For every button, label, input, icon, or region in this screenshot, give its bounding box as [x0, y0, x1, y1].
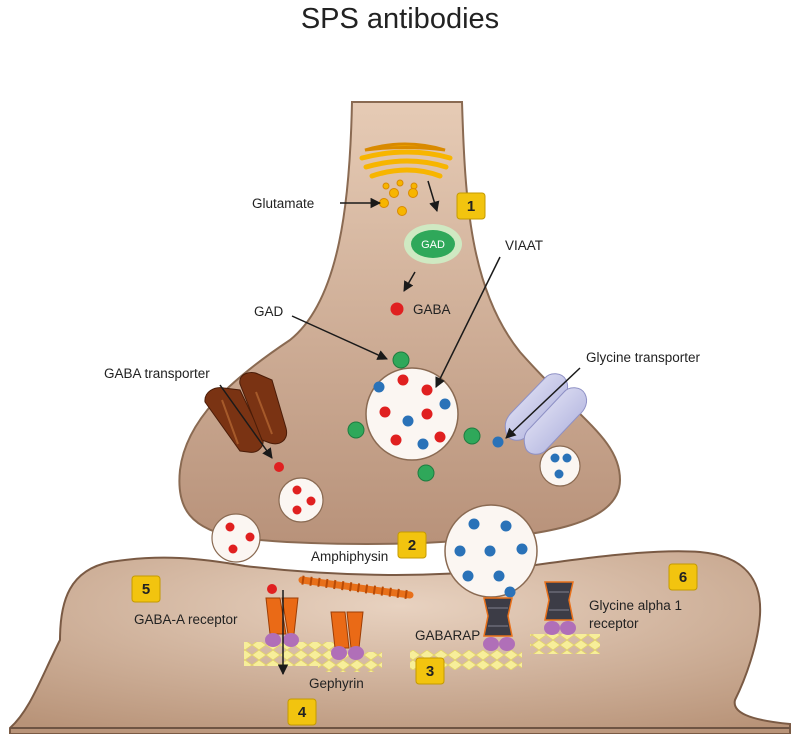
label-glycine-alpha-1-receptor-line2: receptor	[589, 616, 639, 631]
marker-4: 4	[287, 698, 317, 726]
marker-5-label: 5	[142, 581, 150, 598]
gad-proteins-on-vesicle	[347, 351, 481, 482]
gaba-a-receptor-2	[330, 611, 364, 660]
label-glycine-alpha-1-receptor-line1: Glycine alpha 1	[589, 598, 682, 613]
gephyrin-lattice-4	[530, 634, 600, 654]
gad-enzyme: GAD	[404, 224, 462, 264]
marker-6: 6	[668, 563, 698, 591]
gaba-vesicle-docked	[211, 513, 261, 563]
gaba-molecule-near-transporter	[274, 462, 284, 472]
label-gaba: GABA	[413, 302, 451, 317]
arrow-to-gaba	[403, 271, 416, 292]
label-gabarap: GABARAP	[415, 628, 480, 643]
marker-2: 2	[397, 531, 427, 559]
gaba-a-receptor-1	[265, 584, 299, 647]
label-viaat: VIAAT	[505, 238, 543, 253]
glycine-vesicle-small	[539, 445, 581, 487]
arrow-to-gad-enzyme	[427, 180, 440, 213]
diagram-title: SPS antibodies	[301, 3, 499, 35]
gaba-vesicle-left-1	[278, 477, 324, 523]
glycine-molecule	[492, 436, 504, 448]
marker-4-label: 4	[298, 704, 307, 721]
glycine-receptor-1	[483, 597, 515, 651]
label-gad: GAD	[254, 304, 284, 319]
label-glutamate: Glutamate	[252, 196, 314, 211]
gaba-transporter-protein	[204, 371, 288, 453]
golgi-apparatus	[359, 142, 453, 190]
gaba-molecule	[390, 302, 404, 316]
glutamate-molecules	[379, 188, 418, 216]
label-amphiphysin: Amphiphysin	[311, 549, 388, 564]
arrow-glycine-transporter	[505, 367, 581, 439]
marker-1-label: 1	[467, 198, 475, 215]
label-gaba-transporter: GABA transporter	[104, 366, 210, 381]
marker-6-label: 6	[679, 569, 687, 586]
marker-3: 3	[415, 657, 445, 685]
marker-3-label: 3	[426, 663, 434, 680]
marker-5: 5	[131, 575, 161, 603]
gad-enzyme-label: GAD	[421, 239, 445, 251]
arrow-viaat	[435, 256, 501, 388]
arrow-gaba-transporter	[219, 384, 273, 459]
label-gaba-a-receptor: GABA-A receptor	[134, 612, 238, 627]
synaptic-vesicle-main	[365, 367, 459, 461]
arrow-gad	[291, 315, 388, 360]
marker-2-label: 2	[408, 537, 416, 554]
label-glycine-transporter: Glycine transporter	[586, 350, 701, 365]
marker-1: 1	[456, 192, 486, 220]
glycine-vesicle-docked	[444, 504, 538, 598]
label-gephyrin: Gephyrin	[309, 676, 364, 691]
glycine-receptor-2	[544, 581, 576, 635]
amphiphysin-protein	[298, 575, 414, 600]
pointer-arrows	[219, 180, 581, 676]
